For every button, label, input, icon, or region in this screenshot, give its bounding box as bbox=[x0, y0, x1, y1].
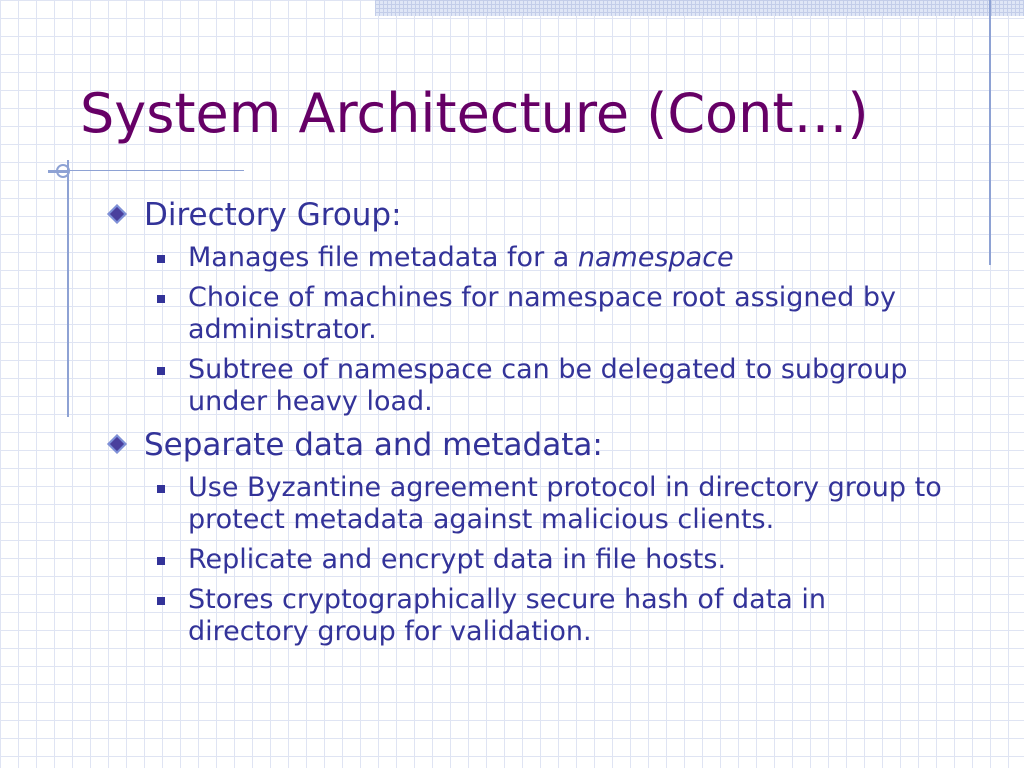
bullet-item: Choice of machines for namespace root as… bbox=[104, 282, 954, 346]
bullet-emphasis: namespace bbox=[577, 242, 734, 273]
section-heading-directory-group: Directory Group: bbox=[104, 196, 954, 234]
square-bullet-icon bbox=[157, 367, 165, 375]
diamond-icon bbox=[107, 204, 127, 224]
decorative-vertical-line-left bbox=[67, 160, 69, 417]
title-underline bbox=[48, 170, 244, 171]
bullet-text: Subtree of namespace can be delegated to… bbox=[188, 354, 908, 417]
bullet-item: Subtree of namespace can be delegated to… bbox=[104, 354, 954, 418]
bullet-text: Use Byzantine agreement protocol in dire… bbox=[188, 472, 942, 535]
corner-pattern bbox=[375, 0, 1024, 16]
diamond-icon bbox=[107, 434, 127, 454]
square-bullet-icon bbox=[157, 255, 165, 263]
bullet-item: Replicate and encrypt data in file hosts… bbox=[104, 544, 954, 576]
section-heading-text: Directory Group: bbox=[144, 197, 402, 233]
square-bullet-icon bbox=[157, 557, 165, 565]
bullet-item: Manages file metadata for a namespace bbox=[104, 242, 954, 274]
bullet-item: Use Byzantine agreement protocol in dire… bbox=[104, 472, 954, 536]
bullet-text: Stores cryptographically secure hash of … bbox=[188, 584, 827, 647]
bullet-item: Stores cryptographically secure hash of … bbox=[104, 584, 954, 648]
square-bullet-icon bbox=[157, 597, 165, 605]
section-heading-text: Separate data and metadata: bbox=[144, 427, 603, 463]
square-bullet-icon bbox=[157, 485, 165, 493]
bullet-text: Manages file metadata for a bbox=[188, 242, 578, 273]
square-bullet-icon bbox=[157, 295, 165, 303]
circle-ornament-icon bbox=[56, 164, 70, 178]
bullet-text: Replicate and encrypt data in file hosts… bbox=[188, 544, 727, 575]
section-heading-separate-data: Separate data and metadata: bbox=[104, 426, 954, 464]
slide-body: Directory Group: Manages file metadata f… bbox=[104, 196, 954, 648]
bullet-text: Choice of machines for namespace root as… bbox=[188, 282, 896, 345]
decorative-vertical-line-right bbox=[989, 0, 991, 265]
slide-title: System Architecture (Cont…) bbox=[80, 82, 869, 145]
